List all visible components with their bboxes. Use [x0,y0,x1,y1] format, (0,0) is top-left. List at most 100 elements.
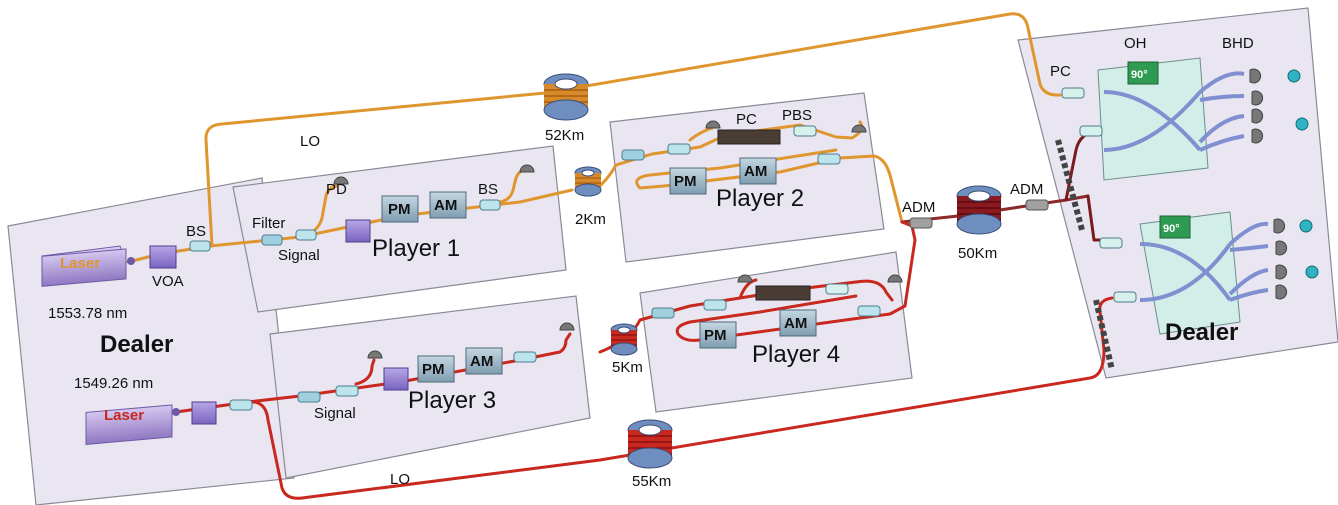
signal-coupler-icon [295,229,317,241]
photodiode-icon [1275,240,1288,256]
am-1-box [429,191,467,219]
player-2-label: Player 2 [716,185,804,212]
pd-label: PD [326,181,347,198]
signal-fiber-dealer-to-player3 [174,332,572,414]
hybrid-bottom-waveguides [1139,221,1269,302]
pm-4-box [699,321,737,349]
pc-right-label: PC [1050,63,1071,80]
player-3-panel [269,295,591,479]
polarization-controller-icon [755,285,811,301]
signal-3-label: Signal [314,405,356,422]
coupler-icon [857,305,881,317]
hybrid-bottom-90-box [1159,215,1191,239]
fiber-spool-52km-icon [543,73,589,121]
lo-top-label: LO [300,133,320,150]
lo-bottom-label: LO [390,471,410,488]
photodiode-icon [559,322,575,331]
photodiode-icon [1275,264,1288,280]
pc-coupler-icon [1061,87,1085,99]
fiber-spool-5km-icon [610,323,638,356]
text-labels: LO LO 52Km 2Km 5Km 50Km 55Km Dealer Deal… [48,35,1254,490]
player-4-panel [639,251,913,413]
photodiode-icon [333,176,349,185]
laser-top-label: Laser [60,255,100,272]
am-2-label: AM [744,163,767,180]
bs-1-label: BS [478,181,498,198]
am-4-label: AM [784,315,807,332]
pc-fiber-player2 [688,126,714,142]
photodiode-icon [1275,284,1288,300]
coupler-icon [621,149,645,161]
pm-3-box [417,355,455,383]
photodiode-icon [367,350,383,359]
bhd-detector-icon [1295,117,1309,131]
pc-2-label: PC [736,111,757,128]
coupler-icon [1079,125,1103,137]
coupler-icon [651,307,675,319]
bhd-detector-icon [1299,219,1313,233]
pm-2-box [669,167,707,195]
polarizer-icon [383,367,409,391]
fiber-spool-2km-icon [574,166,602,197]
filter-coupler-icon [261,234,283,246]
pm-1-label: PM [388,201,411,218]
photodiode-icon [737,274,753,283]
wavelength-bottom-label: 1549.26 nm [74,375,153,392]
player-1-panel [232,145,567,313]
photodiode-icon [519,164,535,173]
am-3-box [465,347,503,375]
photodiode-icon [1273,218,1286,234]
oh-label: OH [1124,35,1147,52]
laser-top-icon [41,245,135,287]
filter-label: Filter [252,215,285,232]
hybrid-bottom-label: 90° [1163,223,1180,235]
right-dealer-receivers [1055,57,1319,371]
adm-left-icon [909,217,933,229]
am-1-label: AM [434,197,457,214]
coupler-icon [667,143,691,155]
coupler-icon [703,299,727,311]
coupler-icon [1113,291,1137,303]
adm-right-label: ADM [1010,181,1043,198]
signal-1-label: Signal [278,247,320,264]
photodiode-icon [1251,90,1264,106]
photodiode-icon [1249,68,1262,84]
bhd-detector-icon [1287,69,1301,83]
player4-loop [675,220,917,342]
player-3-label: Player 3 [408,387,496,414]
coupler-icon [335,385,359,397]
pbs-2-label: PBS [782,107,812,124]
adm-right-icon [1025,199,1049,211]
player2-loop [635,148,904,224]
adm-chain-icon [1055,139,1115,371]
hybrid-top-90-box [1127,61,1159,85]
am-2-box [739,157,777,185]
bs-dealer-label: BS [186,223,206,240]
photodiode-icon [887,274,903,283]
coupler-icon [1099,237,1123,249]
voa-bottom-icon [191,401,217,425]
bhd-label: BHD [1222,35,1254,52]
coupler-icon [513,351,537,363]
pm-1-box [381,195,419,223]
polarizer-icon [345,219,371,243]
player-1-label: Player 1 [372,235,460,262]
fiber-52km-label: 52Km [545,127,584,144]
coupler-icon [297,391,321,403]
adm-left-label: ADM [902,199,935,216]
coupler-icon [189,240,211,252]
photodiode-icon [705,120,721,129]
hybrid-top-waveguides [1103,71,1245,152]
dealer-left-label: Dealer [100,331,173,358]
bhd-detector-icon [1305,265,1319,279]
fiber-spools [543,73,1002,469]
photodiode-icon [1251,128,1264,144]
polarization-controller-icon [717,129,781,145]
pm-2-label: PM [674,173,697,190]
pm-3-label: PM [422,361,445,378]
laser-bottom-icon [85,404,180,446]
coupler-icon [229,399,253,411]
fiber-50km-label: 50Km [958,245,997,262]
laser-bottom-label: Laser [104,407,144,424]
